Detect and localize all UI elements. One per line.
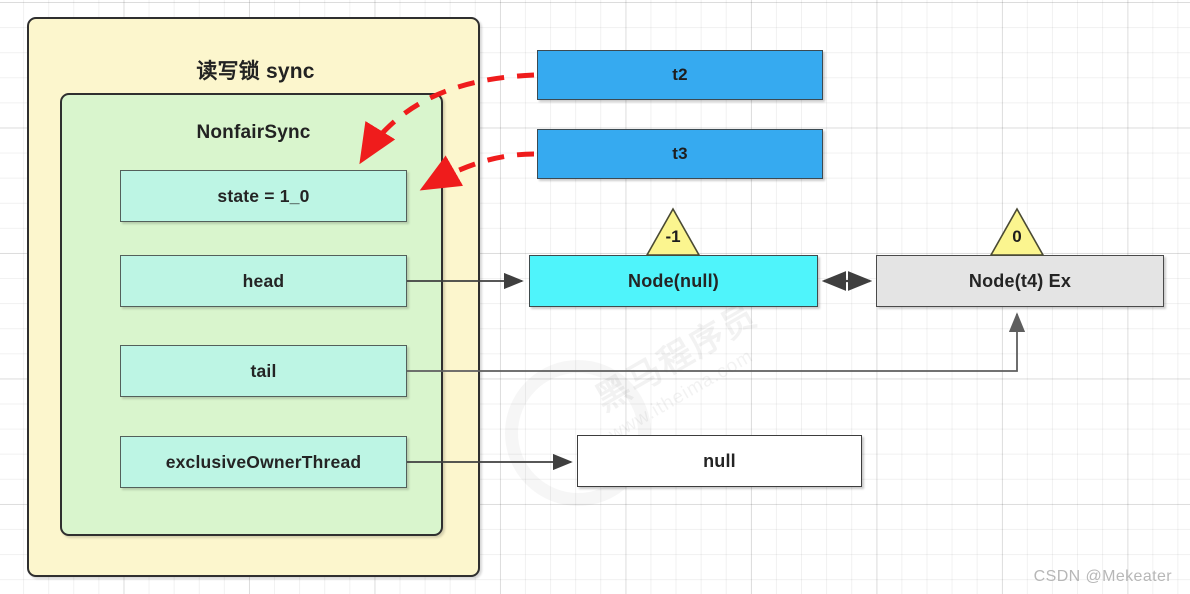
node-t4-exclusive-box: Node(t4) Ex bbox=[876, 255, 1164, 307]
wait-status-triangle-minus1: -1 bbox=[645, 207, 701, 257]
triangle-icon bbox=[989, 207, 1045, 256]
field-head: head bbox=[120, 255, 407, 307]
wait-status-label-zero: 0 bbox=[1012, 227, 1022, 246]
outer-container-title: 读写锁 sync bbox=[196, 60, 315, 83]
field-exclusive-owner-thread: exclusiveOwnerThread bbox=[120, 436, 407, 488]
watermark-brand: 黑马程序员 bbox=[589, 296, 765, 419]
thread-box-t2: t2 bbox=[537, 50, 823, 100]
wait-status-label-minus1: -1 bbox=[665, 227, 681, 246]
arrow-tail-to-node-t4 bbox=[407, 312, 1026, 372]
triangle-icon bbox=[645, 207, 701, 256]
wait-status-triangle-zero: 0 bbox=[989, 207, 1045, 257]
inner-container-title: NonfairSync bbox=[196, 122, 311, 143]
field-state: state = 1_0 bbox=[120, 170, 407, 222]
node-null-box: Node(null) bbox=[529, 255, 818, 307]
field-tail: tail bbox=[120, 345, 407, 397]
owner-null-box: null bbox=[577, 435, 862, 487]
thread-box-t3: t3 bbox=[537, 129, 823, 179]
footer-credit: CSDN @Mekeater bbox=[1033, 568, 1172, 585]
watermark-url: www.itheima.com bbox=[605, 345, 757, 446]
